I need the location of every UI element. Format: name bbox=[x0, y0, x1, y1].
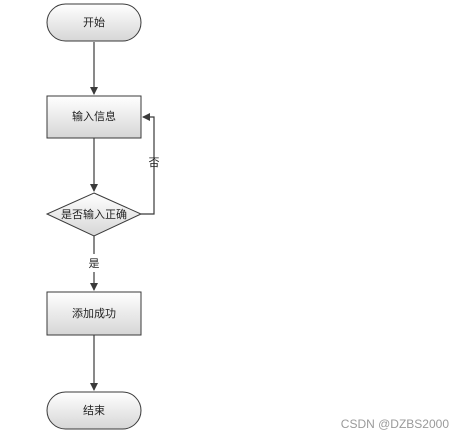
input-node-label: 输入信息 bbox=[72, 109, 116, 123]
no-branch-label: 否 bbox=[149, 156, 160, 169]
success-node-label: 添加成功 bbox=[72, 306, 116, 320]
arrow-decision-no-loop bbox=[141, 113, 155, 215]
decision-node-shape bbox=[45, 192, 143, 237]
start-node-shape bbox=[46, 3, 142, 42]
end-node-shape bbox=[46, 391, 142, 430]
success-node-shape bbox=[46, 291, 142, 336]
end-node-label: 结束 bbox=[83, 404, 105, 417]
input-node-shape bbox=[46, 95, 142, 139]
start-node-label: 开始 bbox=[83, 15, 105, 29]
watermark-text: CSDN @DZBS2000 bbox=[340, 417, 449, 431]
yes-branch-label: 是 bbox=[89, 257, 100, 270]
decision-node-label: 是否输入正确 bbox=[61, 207, 127, 221]
